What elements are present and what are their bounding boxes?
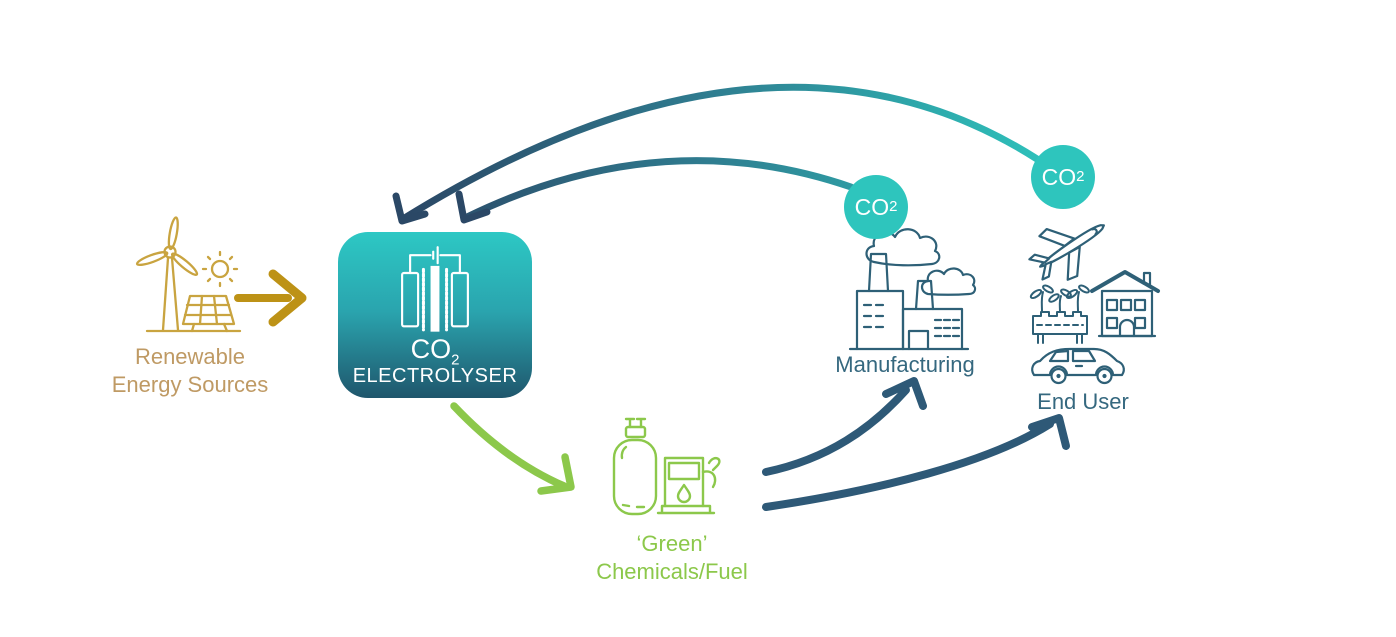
electrolyser-formula: CO: [410, 334, 452, 364]
sun-icon: [201, 250, 239, 288]
airplane-icon: [1028, 224, 1105, 281]
end-user-label: End User: [1037, 389, 1129, 414]
electrolyser-box-subtitle: ELECTROLYSER: [352, 365, 518, 387]
house-icon: [1090, 270, 1160, 338]
electrolyser-formula-sub: 2: [451, 351, 460, 369]
factory-icon: [848, 228, 977, 351]
chemicals-to-manufacturing-arrow: [762, 377, 927, 476]
gas-cylinder-icon: [612, 417, 658, 516]
renewable-energy-label: Renewable Energy Sources: [55, 343, 325, 399]
solar-panel-icon: [181, 294, 236, 333]
renewable-energy-label-line2: Energy Sources: [111, 372, 269, 397]
co2-badge-end-user-text: CO: [1041, 163, 1077, 190]
co2-electrolyser-box: CO2 ELECTROLYSER: [338, 232, 532, 398]
co2-return-arrow-inner: [455, 157, 855, 224]
green-chemicals-label: ‘Green’ Chemicals/Fuel: [537, 530, 807, 586]
electrolyser-cell-icon: [401, 246, 469, 332]
renewable-to-electrolyser-arrow: [234, 269, 307, 327]
fuel-pump-icon: [656, 456, 721, 515]
wind-turbine-icon: [135, 216, 242, 333]
planter-icon: [1029, 284, 1090, 344]
co2-badge-manufacturing-text: CO: [854, 193, 890, 220]
co2-return-arrow-outer: [392, 83, 1041, 225]
car-icon: [1031, 347, 1125, 385]
electrolyser-to-chemicals-arrow: [450, 402, 575, 495]
manufacturing-label: Manufacturing: [835, 352, 975, 377]
green-chemicals-label-line2: Chemicals/Fuel: [596, 559, 748, 584]
renewable-energy-label-line1: Renewable: [134, 344, 246, 369]
chemicals-to-enduser-arrow: [762, 414, 1070, 511]
green-chemicals-label-line1: ‘Green’: [636, 531, 708, 556]
electrolyser-box-title: CO2: [410, 334, 460, 367]
